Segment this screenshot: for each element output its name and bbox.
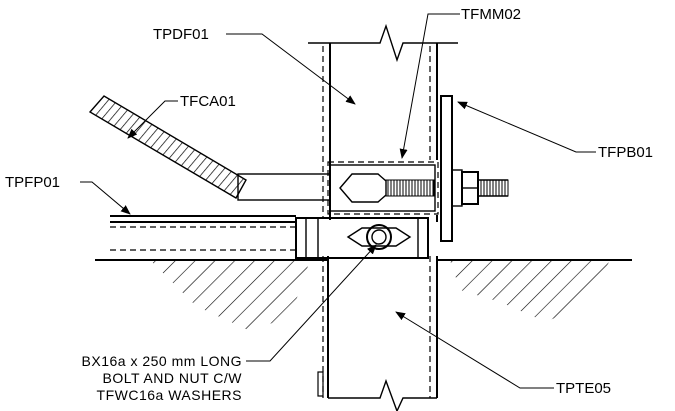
label-tfmm02: TFMM02 [461, 6, 521, 23]
foot-plate [110, 215, 296, 251]
formwork-member [327, 161, 439, 215]
upper-post [308, 23, 458, 222]
label-tpdf01: TPDF01 [153, 26, 209, 43]
bolt-note-line-1: BX16a x 250 mm LONG [82, 353, 242, 369]
cable [88, 95, 331, 201]
lower-post [317, 256, 438, 411]
tension-bolt [451, 169, 509, 207]
bolt-head [346, 224, 412, 250]
bolt-note-line-2: BOLT AND NUT C/W [103, 370, 243, 386]
bolt-note-line-3: TFWC16a WASHERS [97, 387, 242, 403]
label-tpfp01: TPFP01 [5, 174, 60, 191]
base-connector [295, 217, 429, 259]
label-tpte05: TPTE05 [556, 380, 611, 397]
label-tfpb01: TFPB01 [598, 144, 653, 161]
leader-lines [80, 13, 596, 389]
ground [95, 259, 632, 330]
label-tfca01: TFCA01 [180, 93, 236, 110]
face-plate [440, 95, 453, 242]
